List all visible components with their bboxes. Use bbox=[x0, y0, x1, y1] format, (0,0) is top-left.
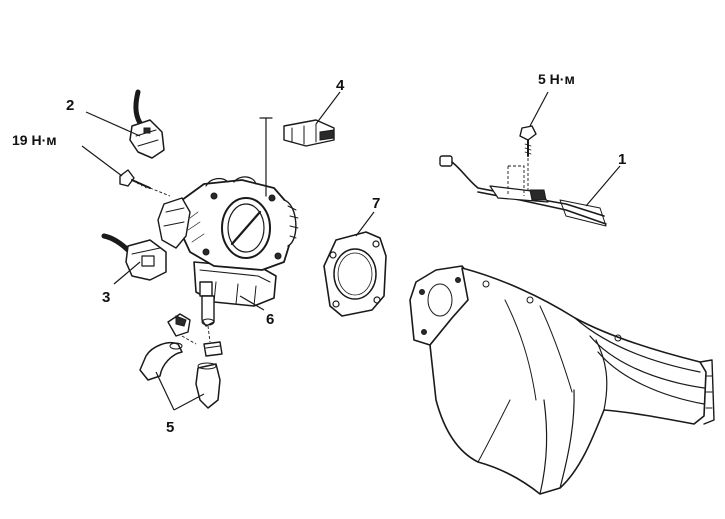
callout-torque-19: 19 Н·м bbox=[12, 132, 57, 148]
callout-part-1: 1 bbox=[618, 151, 626, 168]
leader-torque-5 bbox=[529, 91, 549, 127]
callout-part-3: 3 bbox=[102, 289, 110, 306]
callout-part-5: 5 bbox=[166, 419, 174, 436]
throttle-body bbox=[157, 176, 299, 327]
sensor-connector-lower bbox=[101, 233, 167, 281]
leader-4 bbox=[315, 91, 341, 125]
callout-labels: 2 19 Н·м 3 6 7 4 5 1 5 Н·м bbox=[12, 71, 626, 436]
vacuum-hoses bbox=[139, 313, 223, 409]
intake-manifold bbox=[409, 265, 715, 495]
callout-part-7: 7 bbox=[372, 195, 380, 212]
leader-5-b bbox=[173, 393, 205, 411]
leader-lines bbox=[81, 91, 621, 411]
callout-part-2: 2 bbox=[66, 97, 74, 114]
sensor-connector-upper bbox=[129, 89, 165, 159]
leader-7 bbox=[355, 211, 375, 237]
gasket bbox=[323, 231, 387, 317]
wiring-harness bbox=[439, 125, 607, 227]
leader-torque-19 bbox=[81, 145, 123, 177]
linkage-part bbox=[259, 117, 335, 197]
callout-part-6: 6 bbox=[266, 311, 274, 328]
leader-2 bbox=[85, 111, 141, 137]
leader-3 bbox=[113, 261, 141, 285]
callout-part-4: 4 bbox=[336, 77, 345, 94]
leader-5-a bbox=[155, 371, 175, 411]
leader-1 bbox=[585, 165, 621, 207]
callout-torque-5: 5 Н·м bbox=[538, 71, 575, 87]
mounting-bolt bbox=[119, 169, 171, 197]
leader-6 bbox=[239, 295, 265, 311]
